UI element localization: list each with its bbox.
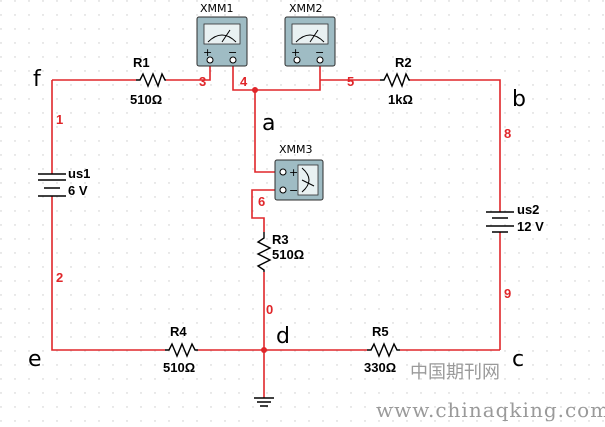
watermark-url: www.chinaqking.com [376, 398, 605, 422]
r1-name: R1 [133, 55, 150, 70]
multimeter-xmm2 [284, 16, 336, 67]
xmm2-minus: − [315, 46, 324, 59]
ground-symbol [254, 397, 274, 407]
node-a: a [262, 111, 275, 136]
xmm1-minus: − [228, 46, 237, 59]
xmm3-minus: − [289, 184, 298, 197]
wire-r4-e [51, 196, 165, 351]
net-number-8: 8 [504, 126, 511, 141]
multimeter-xmm1 [196, 16, 248, 67]
resistor-r4 [165, 342, 198, 358]
node-d: d [276, 324, 290, 349]
xmm1-label: XMM1 [200, 2, 234, 15]
node-c: c [512, 347, 524, 372]
net-number-2: 2 [56, 270, 63, 285]
r3-name: R3 [272, 232, 289, 247]
resistor-r1 [136, 72, 166, 88]
wire-xmm3-r3 [251, 189, 280, 232]
resistor-r3 [256, 232, 272, 272]
junction-a [252, 87, 258, 93]
us2-value: 12 V [517, 219, 544, 234]
net-number-4: 4 [240, 74, 248, 89]
r3-value: 510Ω [272, 247, 304, 262]
junction-d [261, 347, 267, 353]
r4-value: 510Ω [163, 360, 195, 375]
r5-name: R5 [372, 324, 389, 339]
node-f: f [33, 67, 42, 92]
xmm2-plus: + [291, 46, 300, 59]
r5-value: 330Ω [364, 360, 396, 375]
xmm3-plus: + [289, 166, 298, 179]
net-number-1: 1 [56, 112, 63, 127]
r4-name: R4 [170, 324, 187, 339]
us1-value: 6 V [68, 183, 88, 198]
resistor-r2 [380, 72, 410, 88]
wires [51, 64, 501, 398]
watermark-cn: 中国期刊网 [410, 362, 500, 383]
xmm1-plus: + [203, 46, 212, 59]
net-number-6: 6 [258, 194, 265, 209]
net-number-3: 3 [199, 74, 206, 89]
us1-name: us1 [68, 166, 90, 181]
node-b: b [512, 87, 526, 112]
r2-name: R2 [395, 55, 412, 70]
wire-r2-b [410, 79, 501, 212]
battery-us1 [38, 173, 66, 197]
wire-r1-net3 [166, 64, 211, 81]
node-e: e [28, 347, 42, 372]
xmm3-label: XMM3 [279, 143, 313, 156]
net-number-9: 9 [504, 286, 511, 301]
r2-value: 1kΩ [388, 92, 413, 107]
net-number-0: 0 [266, 302, 273, 317]
battery-us2 [486, 211, 514, 233]
resistor-r5 [367, 342, 400, 358]
us2-name: us2 [517, 202, 539, 217]
r1-value: 510Ω [130, 92, 162, 107]
xmm2-label: XMM2 [289, 2, 323, 15]
wire-net4-a [232, 64, 321, 91]
wire-a-xmm3 [254, 90, 280, 173]
net-number-5: 5 [347, 74, 354, 89]
multimeter-xmm3 [274, 159, 324, 201]
